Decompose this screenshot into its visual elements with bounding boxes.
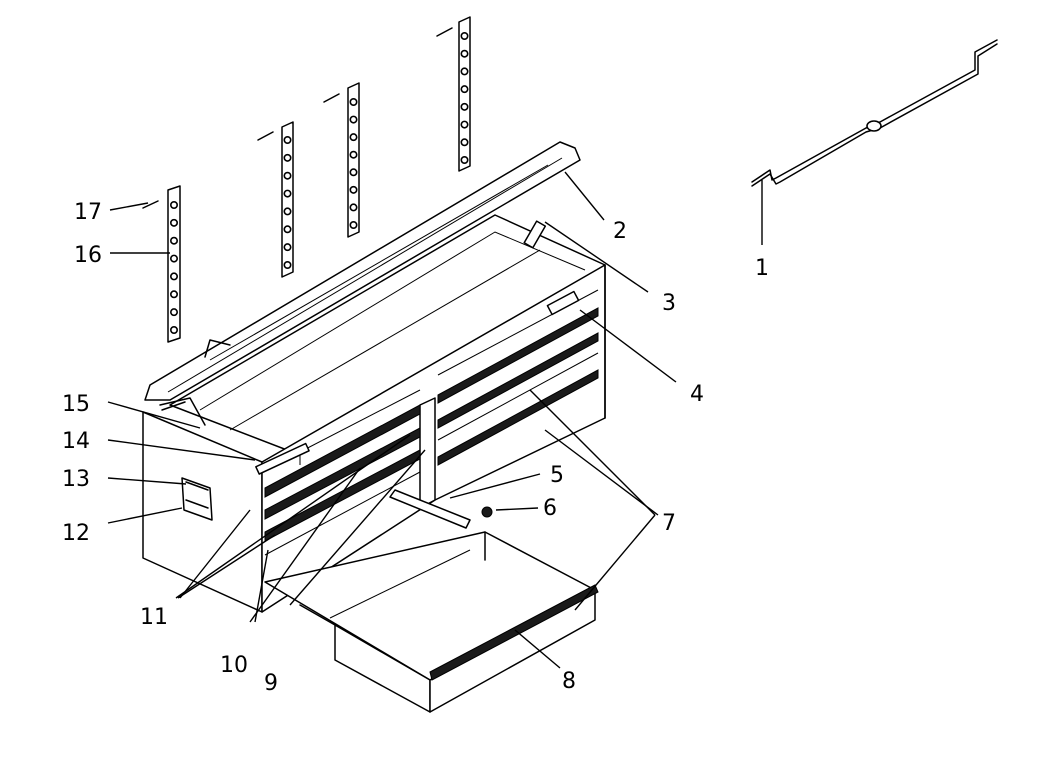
leader-lines (107, 171, 763, 669)
hinge-hole (460, 49, 469, 58)
hinge-hole (283, 153, 292, 162)
hinge-strip-1 (167, 185, 181, 343)
callout-9: 9 (264, 671, 278, 696)
callout-13: 13 (62, 467, 90, 492)
hinge-strip-2 (281, 121, 294, 278)
callout-11: 11 (140, 605, 168, 630)
callout-6: 6 (543, 496, 557, 521)
drawer-slide (299, 489, 471, 626)
hinge-hole (170, 236, 179, 245)
hinge-hole (460, 120, 469, 129)
hinge-hole (460, 102, 469, 111)
hinge-hole (460, 156, 469, 165)
hinge-hole (170, 218, 179, 227)
hinge-hole (170, 201, 179, 210)
callout-17: 17 (74, 200, 102, 225)
left-drawers (264, 389, 421, 556)
callout-12: 12 (62, 521, 90, 546)
hinge-strip-4 (458, 16, 471, 172)
hinge-hole (170, 272, 179, 281)
screw (481, 506, 493, 518)
hinge-hole (460, 31, 469, 40)
hinge-hole (283, 207, 292, 216)
hinge-hole (349, 221, 358, 230)
hinge-hole (460, 67, 469, 76)
hinge-hole (349, 150, 358, 159)
hinge-hole (283, 260, 292, 269)
hinge-hole (170, 325, 179, 334)
lid-stay (751, 39, 998, 187)
callout-8: 8 (562, 669, 576, 694)
right-drawers (437, 289, 599, 466)
callout-labels: 1 2 3 4 5 6 7 8 9 10 11 12 13 14 15 16 1… (62, 200, 769, 696)
hinge-hole (349, 115, 358, 124)
hinge-hole (349, 203, 358, 212)
hinge-hole (349, 185, 358, 194)
hinge-hole (283, 243, 292, 252)
hinge-hole (460, 138, 469, 147)
hinge-hole (170, 308, 179, 317)
callout-16: 16 (74, 243, 102, 268)
open-drawer (264, 531, 599, 713)
hinge-hole (349, 168, 358, 177)
callout-1: 1 (755, 256, 769, 281)
lock-bar (255, 442, 310, 475)
hinge-hole (349, 133, 358, 142)
lid-hinge (523, 220, 547, 249)
hinge-hole (283, 189, 292, 198)
hinge-hole (460, 85, 469, 94)
hinge-strip-3 (347, 82, 360, 238)
callout-4: 4 (690, 382, 704, 407)
hinge-hole (170, 290, 179, 299)
callout-15: 15 (62, 392, 90, 417)
callout-10: 10 (220, 653, 248, 678)
callout-5: 5 (550, 463, 564, 488)
hinge-strip-holes (170, 31, 469, 334)
hinge-hole (283, 171, 292, 180)
hinge-pins (142, 27, 453, 209)
side-handle (181, 477, 213, 521)
callout-2: 2 (613, 219, 627, 244)
callout-14: 14 (62, 429, 90, 454)
label-plate (546, 290, 580, 316)
hinge-hole (349, 98, 358, 107)
lid (144, 141, 581, 401)
hinge-hole (170, 254, 179, 263)
callout-7: 7 (662, 511, 676, 536)
hinge-hole (283, 136, 292, 145)
hinge-hole (283, 225, 292, 234)
lid-support (159, 397, 206, 426)
callout-3: 3 (662, 291, 676, 316)
